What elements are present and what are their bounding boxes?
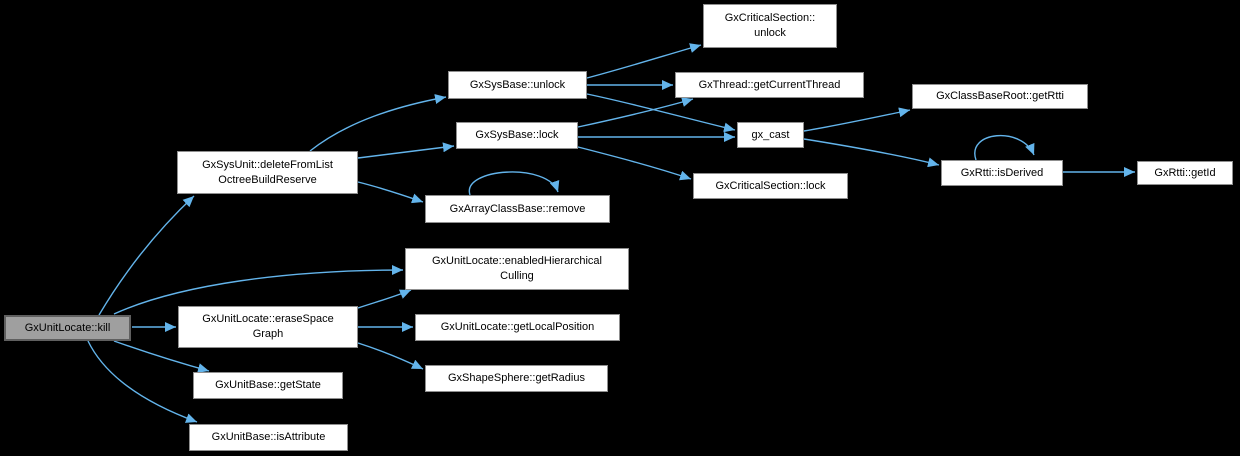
node-label: GxCriticalSection::lock <box>715 179 826 192</box>
node-enabledHC[interactable]: GxUnitLocate::enabledHierarchical Cullin… <box>405 248 629 290</box>
edge-kill-to-isAttribute <box>87 340 198 423</box>
node-label: GxRtti::getId <box>1154 166 1216 179</box>
node-sysLock[interactable]: GxSysBase::lock <box>456 122 578 149</box>
node-deleteFromList[interactable]: GxSysUnit::deleteFromList OctreeBuildRes… <box>177 151 358 194</box>
edge-sysLock-to-csLock <box>577 146 692 181</box>
node-isAttribute[interactable]: GxUnitBase::isAttribute <box>189 424 348 451</box>
node-getCurrentThread[interactable]: GxThread::getCurrentThread <box>675 72 864 98</box>
edge-eraseSpaceGraph-to-getRadius <box>357 342 424 370</box>
node-label: GxUnitLocate::enabledHierarchical Cullin… <box>432 255 602 282</box>
node-label: GxThread::getCurrentThread <box>698 78 841 91</box>
node-label: GxSysBase::lock <box>475 129 559 141</box>
edge-deleteFromList-to-sysUnlock <box>309 94 447 152</box>
edge-kill-to-enabledHC <box>113 265 404 315</box>
node-label: GxCriticalSection:: unlock <box>724 12 816 39</box>
node-isDerived[interactable]: GxRtti::isDerived <box>941 160 1063 186</box>
edge-gxCast-to-isDerived <box>803 138 940 168</box>
edge-deleteFromList-to-remove <box>357 181 424 204</box>
node-sysUnlock[interactable]: GxSysBase::unlock <box>448 71 587 99</box>
node-label: GxUnitLocate::getLocalPosition <box>440 321 595 333</box>
node-csLock[interactable]: GxCriticalSection::lock <box>693 173 848 199</box>
node-label: GxSysUnit::deleteFromList OctreeBuildRes… <box>202 158 333 186</box>
node-getState[interactable]: GxUnitBase::getState <box>193 372 343 399</box>
node-eraseSpaceGraph[interactable]: GxUnitLocate::eraseSpace Graph <box>178 306 358 348</box>
node-label: GxShapeSphere::getRadius <box>448 372 585 384</box>
node-getRadius[interactable]: GxShapeSphere::getRadius <box>425 365 608 392</box>
node-label: GxUnitLocate::eraseSpace Graph <box>202 313 334 340</box>
node-label: GxUnitBase::getState <box>215 379 321 391</box>
node-label: gx_cast <box>751 128 790 141</box>
node-csUnlock[interactable]: GxCriticalSection:: unlock <box>703 4 837 48</box>
node-getLocalPosition[interactable]: GxUnitLocate::getLocalPosition <box>415 314 620 341</box>
edge-eraseSpaceGraph-to-enabledHC <box>357 289 412 309</box>
node-label: GxSysBase::unlock <box>469 78 566 91</box>
edge-gxCast-to-getRtti <box>803 107 911 132</box>
edge-sysUnlock-to-csUnlock <box>586 43 702 79</box>
edge-deleteFromList-to-sysLock <box>357 142 455 159</box>
node-label: GxUnitBase::isAttribute <box>211 431 326 443</box>
node-gxCast[interactable]: gx_cast <box>737 122 804 148</box>
edge-isDerived-to-isDerived <box>974 134 1035 161</box>
node-label: GxUnitLocate::kill <box>24 321 111 334</box>
edge-sysUnlock-to-gxCast <box>586 93 736 133</box>
node-getRtti[interactable]: GxClassBaseRoot::getRtti <box>912 84 1088 109</box>
node-label: GxArrayClassBase::remove <box>449 202 586 215</box>
node-kill: GxUnitLocate::kill <box>4 315 131 341</box>
edge-kill-to-deleteFromList <box>98 195 195 316</box>
edge-kill-to-getState <box>113 340 210 373</box>
node-remove[interactable]: GxArrayClassBase::remove <box>425 195 610 223</box>
node-getId[interactable]: GxRtti::getId <box>1137 161 1233 185</box>
node-label: GxClassBaseRoot::getRtti <box>936 90 1064 102</box>
edge-sysLock-to-getCurrentThread <box>577 97 694 128</box>
node-label: GxRtti::isDerived <box>960 166 1044 179</box>
edge-remove-to-remove <box>468 171 560 196</box>
